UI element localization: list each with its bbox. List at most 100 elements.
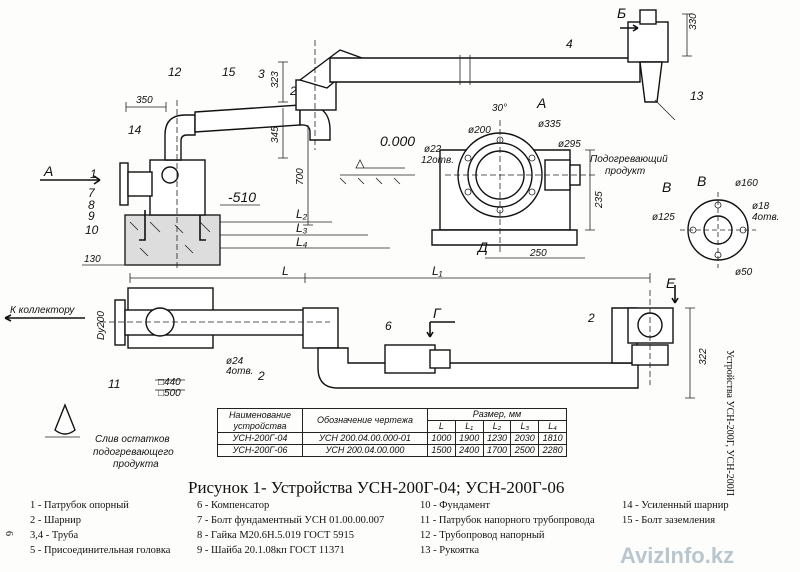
note-drain-3: продукта — [113, 459, 159, 470]
note-heated-product-2: продукт — [605, 166, 645, 177]
view-letter-a: A — [43, 163, 53, 179]
dim-510: -510 — [228, 189, 256, 205]
dim-d160: ø160 — [735, 178, 758, 189]
table-header-designation: Обозначение чертежа — [302, 408, 428, 433]
callout-1: 1 — [90, 167, 97, 181]
callout-2b: 2 — [257, 369, 265, 383]
dim-holes12: 12отв. — [421, 155, 454, 166]
view-a — [431, 120, 595, 259]
watermark: AvizInfo.kz — [620, 543, 735, 568]
callout-2: 2 — [289, 84, 297, 98]
view-letter-v: В — [662, 179, 671, 195]
dim-345: 345 — [270, 126, 281, 143]
legend-item: 13 - Рукоятка — [420, 545, 479, 556]
legend-column-1: 1 - Патрубок опорный 2 - Шарнир 3,4 - Тр… — [30, 498, 170, 558]
dim-l1: L₁ — [432, 264, 443, 278]
table-header-name: Наименование устройства — [217, 408, 303, 433]
view-letter-d: Д — [476, 239, 488, 255]
view-letter-g: Г — [433, 305, 442, 321]
table-cell: 1810 — [538, 432, 567, 445]
legend-item: 9 - Шайба 20.1.08кп ГОСТ 11371 — [197, 545, 345, 556]
table-cell: 1230 — [482, 432, 512, 445]
dim-angle30: 30° — [492, 103, 507, 114]
legend-item: 12 - Трубопровод напорный — [420, 530, 545, 541]
legend-item: 6 - Компенсатор — [197, 500, 270, 511]
callout-6: 6 — [385, 319, 392, 333]
dim-130: 130 — [84, 254, 101, 265]
table-cell: 1700 — [482, 444, 512, 457]
table-cell: 2400 — [454, 444, 484, 457]
table-cell: УСН-200Г-04 — [217, 432, 303, 445]
table-cell: 1900 — [454, 432, 484, 445]
table-col-l2: L₂ — [482, 420, 512, 433]
callout-2c: 2 — [587, 311, 595, 325]
dim-d335: ø335 — [538, 119, 561, 130]
legend-item: 3,4 - Труба — [30, 530, 79, 541]
support-pipe — [149, 159, 206, 216]
note-heated-product-1: Подогревающий — [590, 154, 668, 165]
page-number: 6 — [3, 531, 14, 536]
dim-l2: L₂ — [296, 207, 308, 221]
callout-9: 9 — [88, 209, 95, 223]
callout-14: 14 — [128, 123, 142, 137]
table-cell: УСН 200.04.00.000-01 — [302, 432, 428, 445]
view-letter-b: Б — [617, 5, 626, 21]
view-v — [680, 192, 756, 268]
callout-13: 13 — [690, 89, 704, 103]
dim-235: 235 — [594, 191, 605, 209]
legend-item: 2 - Шарнир — [30, 515, 81, 526]
elevation-view — [40, 9, 692, 270]
dim-l3: L₃ — [296, 221, 308, 235]
legend-item: 7 - Болт фундаментный УСН 01.00.00.007 — [197, 515, 385, 526]
legend-column-3: 10 - Фундамент 11 - Патрубок напорного т… — [420, 498, 595, 558]
note-drain-1: Слив остатков — [95, 434, 170, 445]
dim-d125: ø125 — [652, 212, 675, 223]
plan-view — [4, 273, 695, 399]
callout-12: 12 — [168, 65, 182, 79]
table-col-l: L — [427, 420, 456, 433]
legend-item: 11 - Патрубок напорного трубопровода — [420, 515, 595, 526]
drain-symbol — [45, 403, 80, 438]
dim-700: 700 — [295, 168, 306, 185]
legend-item: 1 - Патрубок опорный — [30, 500, 129, 511]
table-cell: УСН-200Г-06 — [217, 444, 303, 457]
legend-item: 5 - Присоединительная головка — [30, 545, 171, 556]
dim-d200: ø200 — [468, 125, 491, 136]
callout-4: 4 — [566, 37, 573, 51]
dim-250: 250 — [529, 248, 547, 259]
table-row: УСН-200Г-04 УСН 200.04.00.000-01 1000 19… — [217, 432, 567, 445]
dim-sq500: □500 — [158, 388, 181, 399]
dim-d24: ø24 — [226, 356, 244, 367]
legend-column-4: 14 - Усиленный шарнир 15 - Болт заземлен… — [622, 498, 729, 528]
callout-10: 10 — [85, 223, 99, 237]
callout-3: 3 — [258, 67, 265, 81]
dim-l4: L₄ — [296, 235, 308, 249]
legend-item: 14 - Усиленный шарнир — [622, 500, 729, 511]
dim-d18: ø18 — [752, 201, 770, 212]
pipe-4 — [329, 57, 641, 83]
dim-du200: Dу200 — [96, 311, 107, 340]
table-col-l1: L₁ — [454, 420, 484, 433]
side-caption: Устройства УСН-200Г, УСН-200П — [724, 350, 735, 496]
table-cell: УСН 200.04.00.000 — [302, 444, 428, 457]
table-header-size: Размер, мм — [427, 408, 567, 421]
dim-d22: ø22 — [424, 144, 442, 155]
legend-item: 15 - Болт заземления — [622, 515, 716, 526]
view-letter-a-top: A — [536, 95, 546, 111]
table-cell: 1500 — [427, 444, 456, 457]
legend-item: 8 - Гайка М20.6Н.5.019 ГОСТ 5915 — [197, 530, 355, 541]
dim-330: 330 — [688, 13, 699, 30]
table-cell: 1000 — [427, 432, 456, 445]
spec-table: Наименование устройства Обозначение черт… — [217, 408, 567, 457]
dim-holes4a: 4отв. — [752, 212, 779, 223]
dim-l: L — [282, 264, 289, 278]
dim-level: 0.000 — [380, 133, 415, 149]
dim-350: 350 — [136, 95, 153, 106]
table-cell: 2500 — [510, 444, 540, 457]
callout-11: 11 — [108, 377, 120, 391]
table-cell: 2280 — [538, 444, 567, 457]
callout-15: 15 — [222, 65, 236, 79]
table-col-l4: L₄ — [538, 420, 567, 433]
legend-column-2: 6 - Компенсатор 7 - Болт фундаментный УС… — [197, 498, 384, 558]
